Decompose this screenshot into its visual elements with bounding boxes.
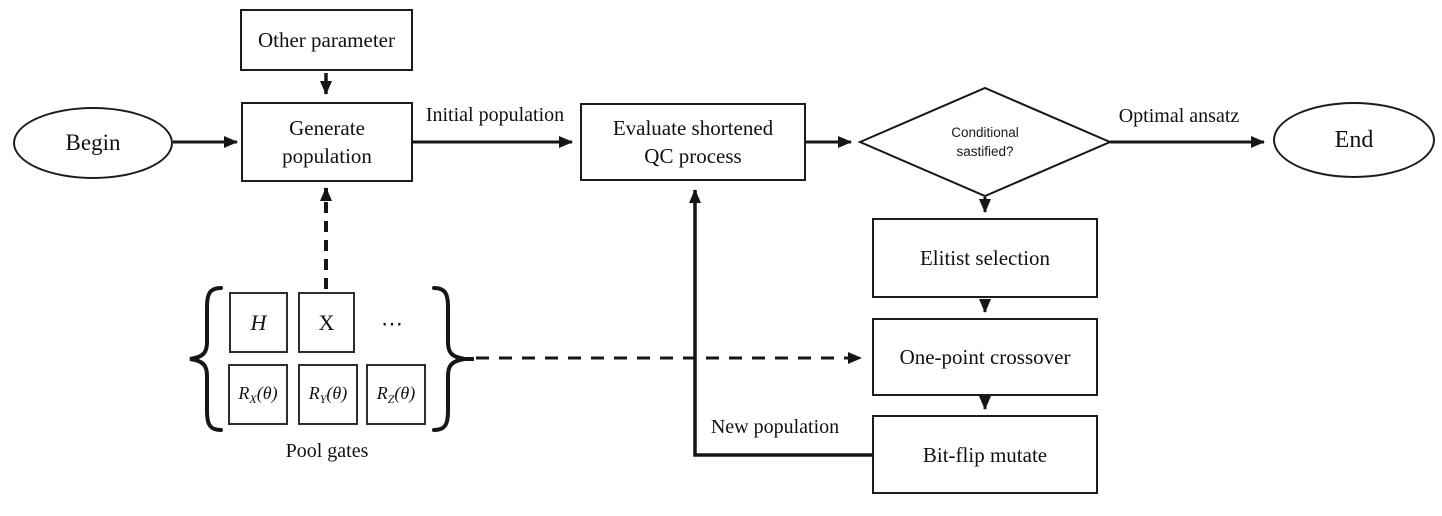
optimal-ansatz-edge-label: Optimal ansatz [1118, 105, 1240, 127]
bit-flip-mutate-box: Bit-flip mutate [872, 415, 1098, 494]
gate-ry-sub: Y [319, 391, 327, 406]
evaluate-qc-line1: Evaluate shortened [612, 116, 774, 140]
other-parameter-label: Other parameter [257, 28, 395, 52]
conditional-diamond-label: Conditional sastified? [885, 123, 1085, 161]
gate-ry-main: R [308, 382, 320, 403]
generate-population-line2: population [282, 144, 372, 168]
conditional-line2: sastified? [956, 144, 1014, 159]
gate-rz-box: RZ(θ) [366, 364, 426, 425]
gate-rz-sub: Z [387, 391, 395, 406]
pool-right-brace [432, 286, 466, 432]
pool-gates-caption: Pool gates [285, 440, 369, 462]
gate-rx-main: R [238, 382, 250, 403]
initial-population-edge-label: Initial population [425, 104, 565, 126]
end-label: End [1334, 126, 1374, 153]
gate-x-box: X [298, 292, 355, 353]
begin-label: Begin [65, 130, 121, 155]
gate-rz-arg: (θ) [394, 382, 416, 403]
gate-h-label: H [250, 309, 267, 335]
evaluate-qc-line2: QC process [644, 144, 742, 168]
gate-rx-arg: (θ) [256, 382, 278, 403]
gate-rx-box: RX(θ) [228, 364, 288, 425]
gate-ry-arg: (θ) [326, 382, 348, 403]
one-point-crossover-label: One-point crossover [899, 345, 1071, 369]
gate-x-label: X [318, 309, 335, 335]
pool-left-brace [189, 286, 223, 432]
generate-population-box: Generate population [241, 102, 413, 182]
conditional-line1: Conditional [951, 125, 1019, 140]
one-point-crossover-box: One-point crossover [872, 318, 1098, 396]
gate-h-box: H [229, 292, 288, 353]
conditional-diamond-shape [857, 86, 1113, 198]
bit-flip-mutate-label: Bit-flip mutate [922, 442, 1048, 467]
elitist-selection-box: Elitist selection [872, 218, 1098, 298]
end-terminator: End [1273, 102, 1435, 178]
gate-rx-sub: X [249, 391, 257, 406]
new-population-edge-label: New population [710, 416, 840, 438]
generate-population-line1: Generate [289, 116, 365, 140]
edge-mutate-to-evaluate-feedback [689, 189, 872, 457]
evaluate-qc-box: Evaluate shortened QC process [580, 103, 806, 181]
gate-rz-main: R [376, 382, 388, 403]
begin-terminator: Begin [13, 107, 173, 179]
other-parameter-box: Other parameter [240, 9, 413, 71]
elitist-selection-label: Elitist selection [919, 246, 1051, 270]
gate-ry-box: RY(θ) [298, 364, 358, 425]
gate-ellipsis: ⋯ [381, 311, 403, 336]
